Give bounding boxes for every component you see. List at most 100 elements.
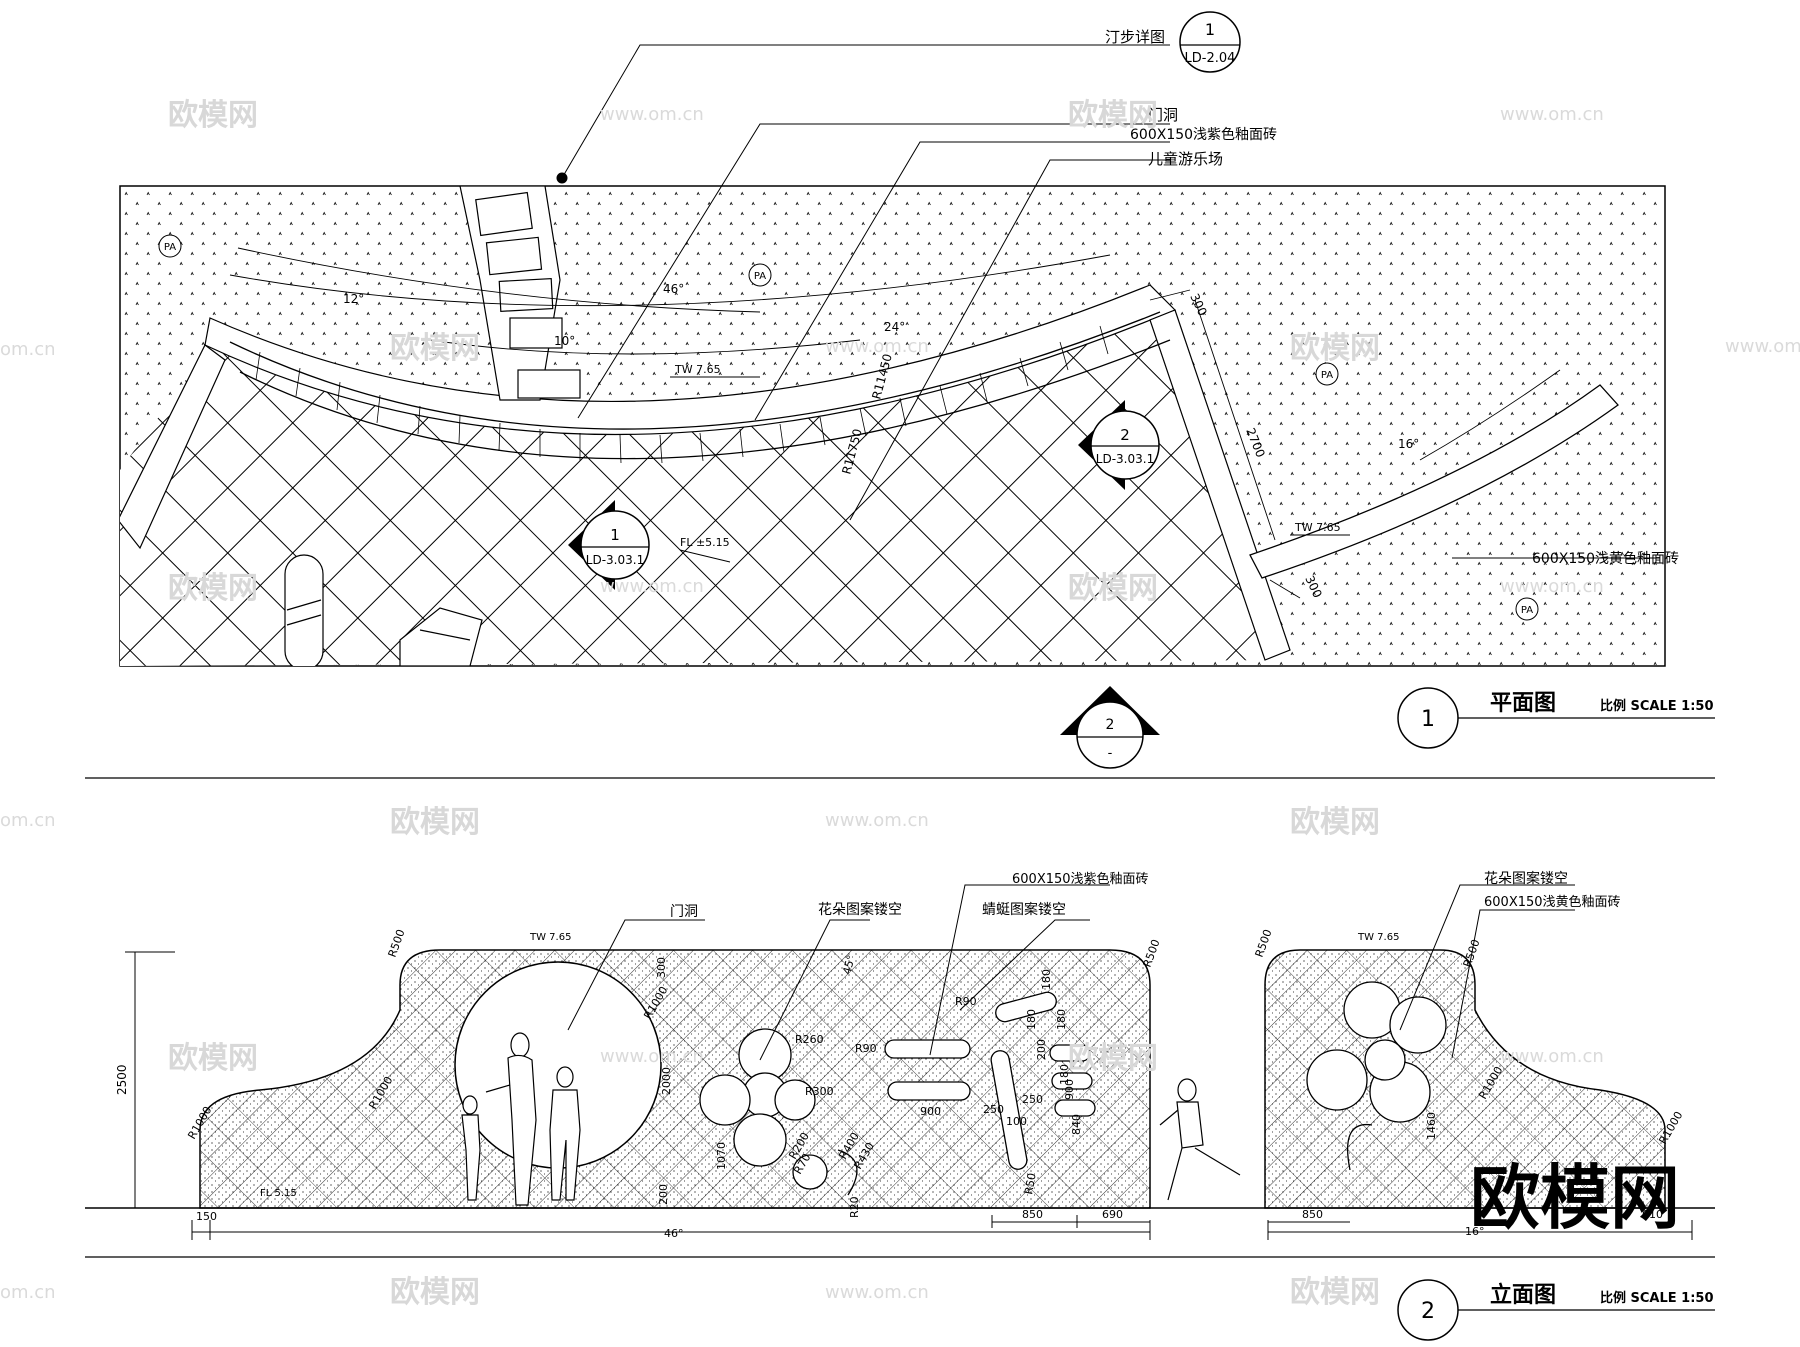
pa-tag: PA — [1321, 370, 1333, 381]
pa-tag: PA — [1521, 605, 1533, 616]
watermark-logo: 欧模网 — [1290, 805, 1380, 840]
elevation-title: 立面图 — [1490, 1282, 1556, 1308]
watermark-url-cut: om.cn — [0, 339, 56, 360]
elevation-title-number: 2 — [1421, 1299, 1435, 1324]
callout-door-opening: 门洞 — [1148, 106, 1178, 124]
dim-850-b: 850 — [1302, 1208, 1323, 1221]
callout-purple-tile-elev: 600X150浅紫色釉面砖 — [1012, 871, 1149, 887]
watermark-logo: 欧模网 — [168, 98, 258, 133]
watermark-url: www.om.cn — [600, 576, 704, 597]
dim-r500-d: R500 — [1461, 938, 1483, 969]
slide-equipment — [284, 554, 483, 666]
plan-title-block: 1 平面图 比例 SCALE 1:50 — [1397, 687, 1715, 749]
curved-wall-plan-inner — [239, 339, 1171, 460]
main-wall-crosshatch — [200, 950, 1150, 1208]
watermark-logo: 欧模网 — [1068, 1041, 1158, 1076]
watermark-big-logo: 欧模网 — [1470, 1157, 1680, 1239]
elevation-leaders — [567, 884, 1575, 1061]
tile-border-left — [120, 344, 226, 550]
level-tw-left-elev: TW 7.65 — [529, 932, 571, 943]
plan-leaders — [556, 44, 1660, 559]
dim-r500-a: R500 — [386, 928, 408, 959]
dim-height-2500: 2500 — [115, 1064, 129, 1095]
dim-2000: 2000 — [660, 1067, 673, 1095]
plan-title-number: 1 — [1421, 707, 1435, 732]
level-tw-right: TW 7.65 — [1294, 521, 1341, 534]
running-child-figure — [1159, 1078, 1241, 1201]
callout-flower-hollow-right: 花朵图案镂空 — [1484, 870, 1568, 887]
pa-tags: PA PA PA PA — [158, 234, 1539, 621]
dim-r50: R50 — [1022, 1172, 1039, 1196]
callout-purple-tile: 600X150浅紫色釉面砖 — [1130, 126, 1277, 143]
elevation-marker: 2 - — [1060, 686, 1160, 769]
level-fl: FL ±5.15 — [680, 536, 730, 549]
section-2-sheet: LD-3.03.1 — [1096, 452, 1154, 466]
playground-grid — [120, 305, 1290, 666]
bottom-dimension-chain — [191, 1215, 1693, 1240]
level-fl-elev: FL 5.15 — [260, 1188, 297, 1199]
dim-1460: 1460 — [1425, 1112, 1438, 1140]
dim-r90-b: R90 — [855, 1042, 877, 1055]
dim-r20: R20 — [848, 1196, 861, 1218]
flower-hollow-left — [699, 1028, 858, 1196]
dragonfly-hollow — [884, 991, 1096, 1170]
section-1-sheet: LD-3.03.1 — [586, 553, 644, 567]
stepping-stones — [459, 186, 581, 401]
dim-200: 200 — [657, 1184, 670, 1205]
pa-tag: PA — [754, 271, 766, 282]
watermark-url: www.om.cn — [1500, 104, 1604, 125]
callout-yellow-tile: 600X150浅黄色釉面砖 — [1532, 550, 1679, 567]
watermark-url: www.om.cn — [600, 1046, 704, 1067]
curved-wall-plan — [229, 311, 1161, 430]
elevation-view: 600X150浅紫色釉面砖 门洞 花朵图案镂空 蜻蜓图案镂空 花朵图案镂空 60… — [85, 870, 1715, 1341]
dim-180-d: 180 — [1058, 1064, 1071, 1085]
dim-r500-c: R500 — [1253, 928, 1275, 959]
elevation-marker-number: 2 — [1106, 717, 1115, 733]
watermark-logo: 欧模网 — [168, 571, 258, 606]
dim-100: 100 — [1006, 1115, 1027, 1128]
watermark-url: www.om.cn — [1500, 576, 1604, 597]
dim-angle-46-elev: 46° — [664, 1227, 684, 1240]
dim-r300: R300 — [805, 1085, 834, 1098]
callout-yellow-tile-elev: 600X150浅黄色釉面砖 — [1484, 894, 1621, 910]
dim-angle-10: 10° — [554, 334, 575, 348]
bottom-dimension-labels: 150 46° 850 690 850 16° 610 — [196, 1208, 1663, 1240]
watermark-url-cut: om.cn — [0, 810, 56, 831]
dim-900-b: 900 — [1063, 1079, 1076, 1100]
people-figures — [461, 1032, 581, 1206]
dim-250-a: 250 — [983, 1103, 1004, 1116]
watermark-url: www.om.cn — [1500, 1046, 1604, 1067]
plan-title: 平面图 — [1490, 691, 1556, 716]
dim-900-a: 900 — [920, 1105, 941, 1118]
dim-300: 300 — [655, 957, 668, 978]
pa-tag: PA — [164, 242, 176, 253]
elevation-marker-sub: - — [1108, 746, 1113, 761]
watermark-logo: 欧模网 — [390, 805, 480, 840]
dim-1070: 1070 — [715, 1142, 728, 1170]
watermark-url: www.om.cn — [825, 1282, 929, 1303]
callout-door-opening-elev: 门洞 — [670, 904, 698, 920]
watermark-url: www.om.cn — [1725, 336, 1800, 357]
dim-angle-16-elev: 16° — [1465, 1225, 1485, 1238]
dim-840: 840 — [1070, 1114, 1083, 1135]
watermark-url: www.om.cn — [825, 810, 929, 831]
section-2-number: 2 — [1120, 426, 1130, 444]
watermark-logo: 欧模网 — [1290, 331, 1380, 366]
watermark-logo: 欧模网 — [1068, 571, 1158, 606]
dim-690: 690 — [1102, 1208, 1123, 1221]
watermark-url: www.om.cn — [600, 104, 704, 125]
dim-angle-45: 45° — [840, 954, 858, 976]
right-wall-plan — [1249, 384, 1619, 579]
callout-playground: 儿童游乐场 — [1148, 150, 1223, 168]
dim-180-a: 180 — [1040, 969, 1053, 990]
watermarks: 欧模网 www.om.cn 欧模网 www.om.cn om.cn 欧模网 ww… — [0, 98, 1800, 1310]
detail-ref-sheet: LD-2.04 — [1185, 51, 1236, 66]
height-dimension — [125, 951, 175, 1208]
watermark-url-cut: om.cn — [0, 1282, 56, 1303]
dim-610: 610 — [1642, 1208, 1663, 1221]
dim-150: 150 — [196, 1210, 217, 1223]
dim-200b: 200 — [1035, 1039, 1048, 1060]
dim-250-b: 250 — [1022, 1093, 1043, 1106]
dim-850-a: 850 — [1022, 1208, 1043, 1221]
